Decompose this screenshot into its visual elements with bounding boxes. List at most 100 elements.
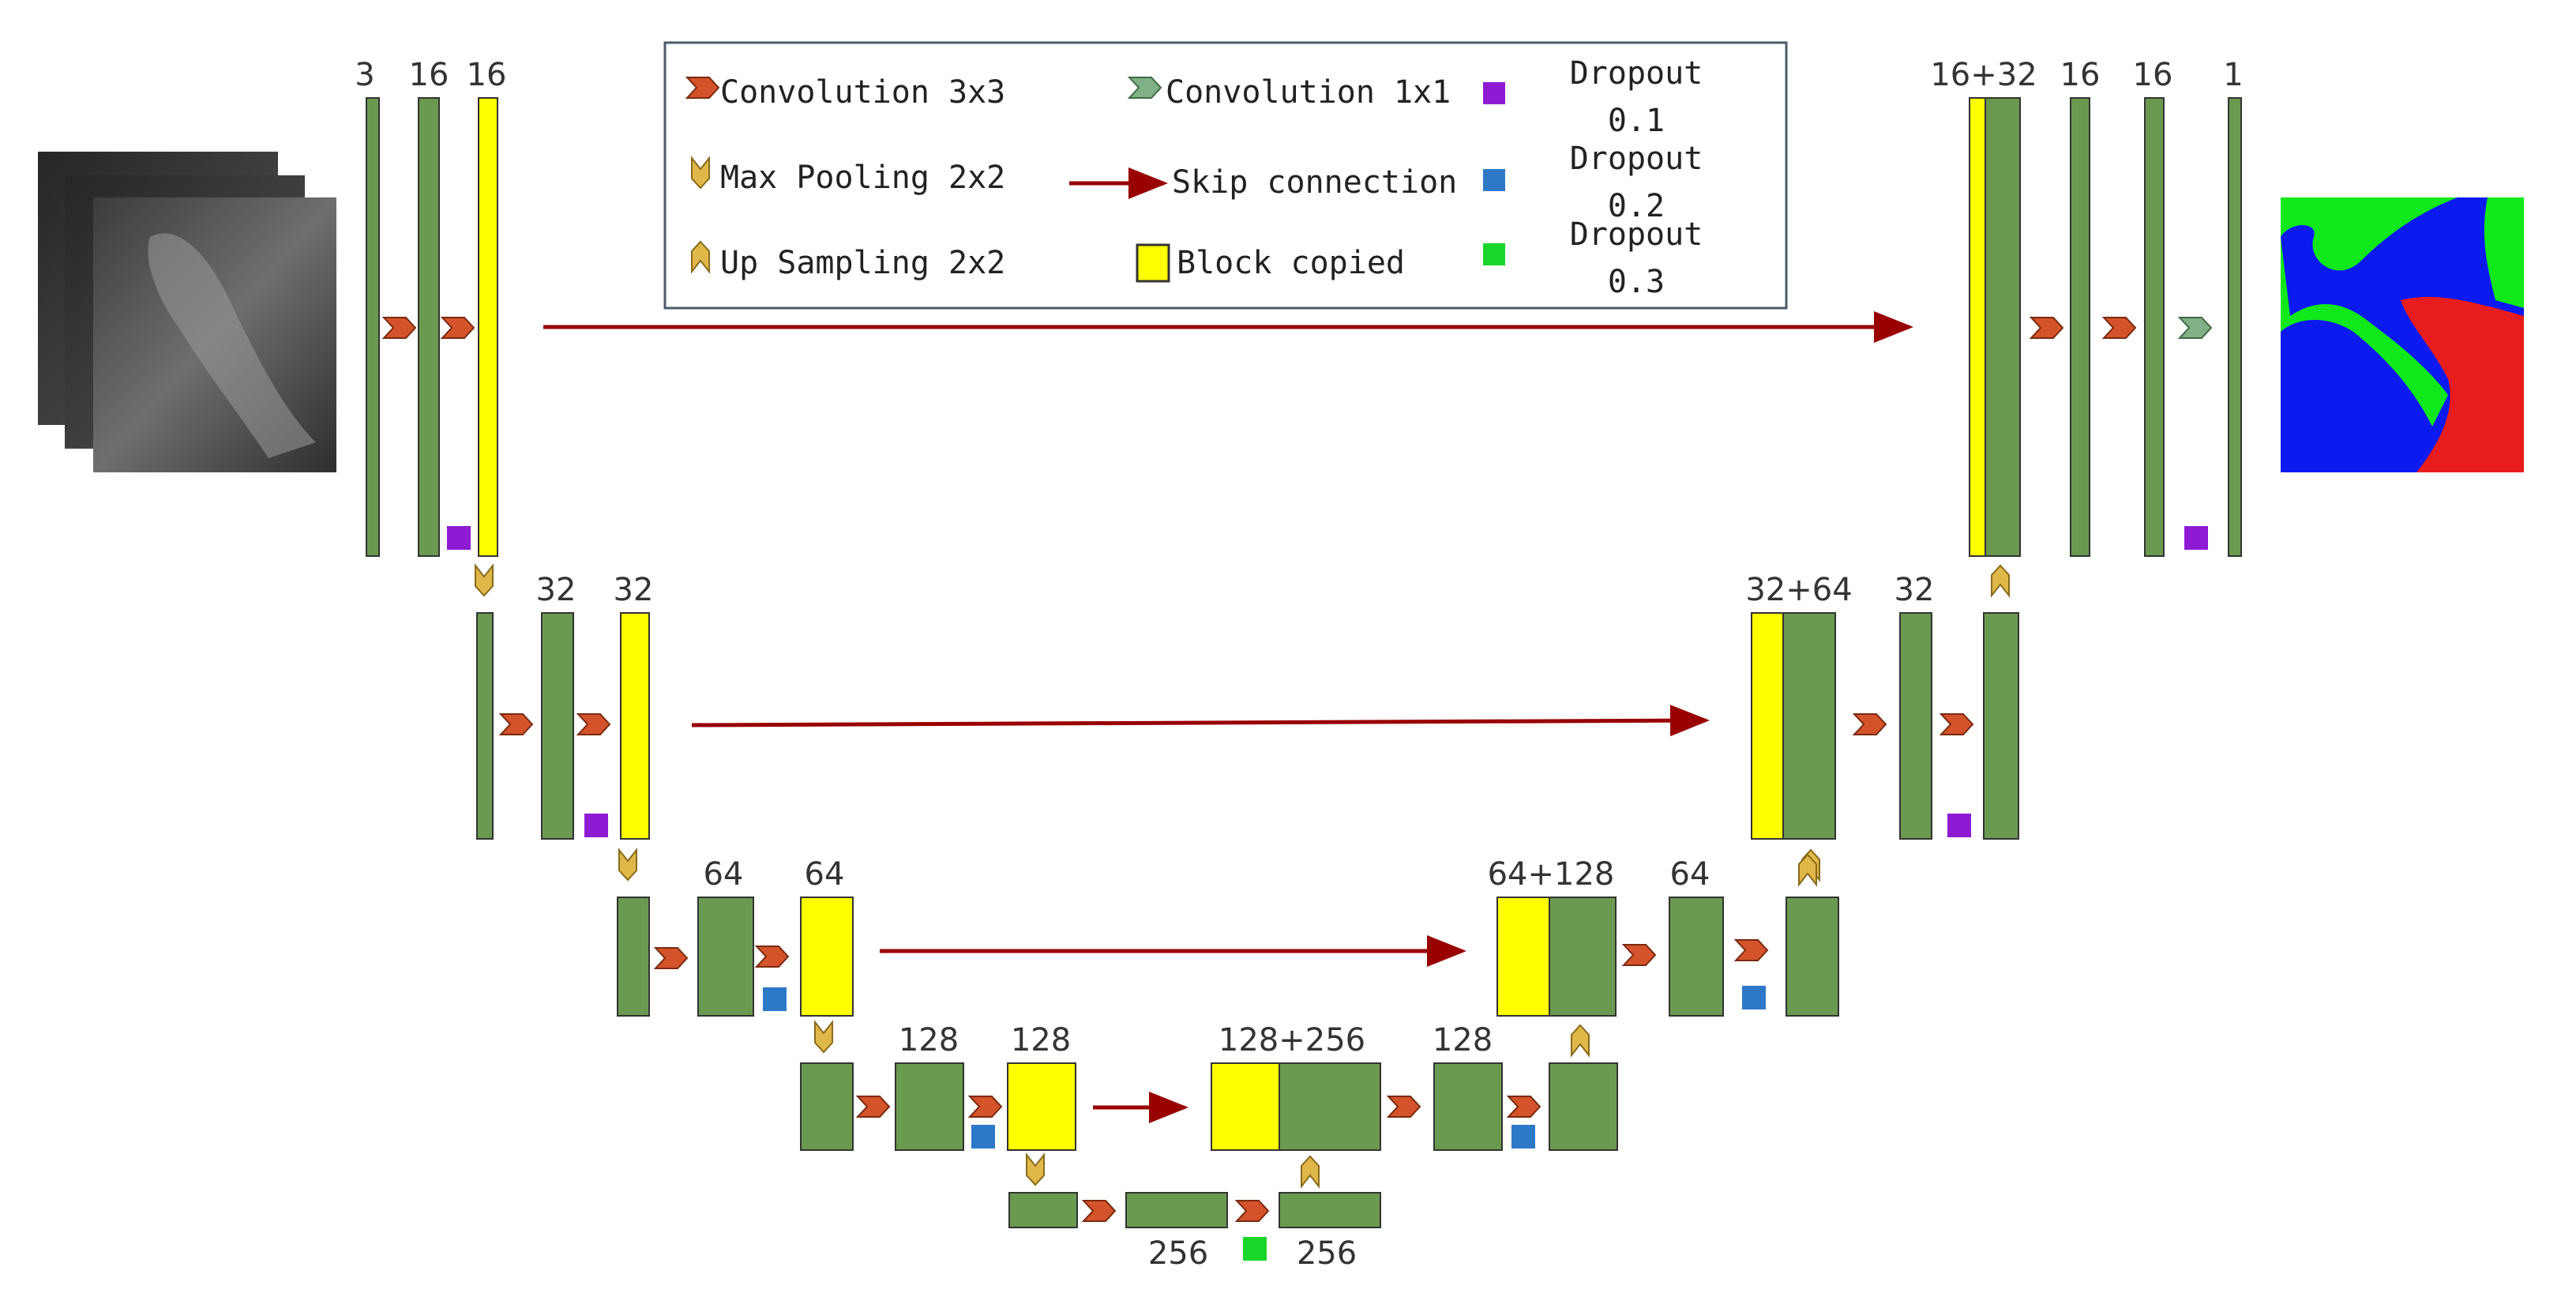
dropout-03-square-icon (1483, 243, 1505, 265)
input-block (366, 97, 380, 557)
max-pooling-icon (1026, 1154, 1045, 1186)
label-enc3-b: 64 (805, 856, 845, 893)
enc2-pooled-block (476, 612, 494, 840)
dropout-square-icon (1511, 1125, 1535, 1149)
up-sampling-icon (1301, 1156, 1320, 1187)
encoder-level-1: 3 16 16 (355, 57, 1913, 557)
decoder-level-2: 32+64 32 (1745, 572, 2019, 881)
label-dec2-concat: 32+64 (1745, 572, 1852, 608)
label-dec3-conv: 64 (1670, 856, 1710, 893)
dropout-01-square-icon (1483, 82, 1505, 104)
label-enc4-a: 128 (899, 1022, 959, 1058)
encoder-level-4: 128 128 (800, 1021, 1188, 1151)
dec1-copied-block (1969, 97, 1986, 557)
legend-upsample-label: Up Sampling 2x2 (720, 245, 1005, 281)
dec1-upsampled-block (1985, 97, 2021, 557)
label-enc2-b: 32 (614, 572, 654, 608)
dec1-conv-block-a (2070, 97, 2090, 557)
dec3-conv-block (1669, 897, 1724, 1017)
bottleneck-conv-block-b (1279, 1192, 1381, 1228)
dropout-square-icon (763, 987, 787, 1011)
enc3-conv-block-a (697, 897, 754, 1017)
decoder-level-3: 64+128 64 (1488, 854, 1839, 1017)
bottleneck: 256 256 (1008, 1154, 1381, 1272)
seg-region-green-mid (2281, 237, 2448, 427)
label-dec4-concat: 128+256 (1219, 1022, 1365, 1058)
conv3x3-arrow-icon (1735, 939, 1768, 961)
dec2-conv-block-b (1983, 612, 2019, 840)
dec4-conv-block-b (1549, 1062, 1618, 1151)
enc4-conv-block-a (895, 1062, 964, 1151)
label-dec1-a: 16 (2060, 57, 2101, 93)
legend-conv3-label: Convolution 3x3 (720, 74, 1005, 111)
label-output-channels: 1 (2223, 57, 2243, 93)
conv3x3-arrow-icon (655, 947, 688, 969)
label-enc2-a: 32 (536, 572, 576, 608)
dec3-upsampled-block (1549, 897, 1617, 1017)
conv3x3-arrow-icon (756, 945, 789, 968)
legend-skip-label: Skip connection (1172, 164, 1457, 201)
seg-region-green-top (2281, 197, 2458, 271)
enc4-conv-block-b (1007, 1062, 1076, 1151)
dropout-square-icon (2184, 526, 2208, 550)
label-input-channels: 3 (355, 57, 374, 93)
max-pooling-icon (814, 1021, 833, 1053)
dec3-copied-block (1496, 897, 1550, 1017)
conv3x3-arrow-icon (1083, 1200, 1116, 1222)
input-image-feature (148, 233, 316, 458)
dropout-square-icon (1243, 1237, 1267, 1261)
seg-region-green-right (2484, 197, 2524, 308)
label-enc3-a: 64 (704, 856, 744, 893)
legend-maxpool-label: Max Pooling 2x2 (720, 160, 1005, 196)
legend-dropout1-value: 0.1 (1608, 103, 1665, 139)
conv3x3-arrow-icon (383, 317, 416, 339)
conv3x3-arrow-icon (1236, 1200, 1269, 1222)
up-sampling-icon (1571, 1024, 1590, 1056)
label-bottom-b: 256 (1297, 1235, 1357, 1272)
bottleneck-conv-block-a (1125, 1192, 1228, 1228)
dropout-square-icon (584, 814, 608, 837)
legend-frame (663, 41, 1788, 310)
conv3x3-arrow-icon (857, 1096, 890, 1118)
conv3x3-arrow-icon (1388, 1096, 1421, 1118)
label-bottom-a: 256 (1148, 1235, 1208, 1272)
label-dec3-concat: 64+128 (1488, 856, 1615, 893)
max-pooling-icon (475, 565, 494, 596)
enc3-pooled-block (617, 897, 650, 1017)
dec3-conv-block-b (1786, 897, 1839, 1017)
dropout-square-icon (971, 1125, 995, 1149)
conv3x3-arrow-icon (1853, 713, 1887, 735)
output-segmentation-map (2281, 197, 2524, 472)
dropout-02-square-icon (1483, 169, 1505, 191)
seg-region-red (2401, 296, 2524, 472)
skip-connection-2 (691, 705, 1710, 737)
legend-dropout2-value: 0.2 (1608, 188, 1665, 224)
bottleneck-pooled-block (1008, 1192, 1078, 1228)
dec2-copied-block (1751, 612, 1784, 840)
dropout-square-icon (1742, 986, 1766, 1009)
encoder-level-3: 64 64 (617, 849, 1466, 1017)
legend-conv1-label: Convolution 1x1 (1166, 74, 1451, 111)
enc2-conv-block-b (620, 612, 650, 840)
decoder-level-4: 128+256 128 (1211, 1022, 1618, 1151)
legend-dropout3-label: Dropout (1570, 216, 1703, 253)
legend-copied-label: Block copied (1177, 245, 1405, 281)
conv3x3-arrow-icon (500, 713, 533, 735)
dec4-conv-block (1433, 1062, 1503, 1151)
dec2-conv-block (1899, 612, 1932, 840)
conv3x3-arrow-icon (2103, 317, 2136, 339)
legend-dropout2-label: Dropout (1570, 141, 1703, 177)
enc4-pooled-block (800, 1062, 854, 1151)
dec4-upsampled-block (1279, 1062, 1381, 1151)
max-pooling-icon (618, 849, 637, 881)
legend-copied-block-icon (1136, 243, 1170, 283)
dropout-square-icon (1947, 814, 1971, 837)
legend-dropout1-label: Dropout (1570, 55, 1703, 92)
label-enc1-b: 16 (467, 57, 507, 93)
legend: Convolution 3x3 Max Pooling 2x2 Up Sampl… (663, 41, 1788, 310)
enc1-conv-block-a (418, 97, 440, 557)
conv3x3-arrow-icon (1623, 944, 1656, 966)
up-sampling-icon (1991, 565, 2010, 596)
